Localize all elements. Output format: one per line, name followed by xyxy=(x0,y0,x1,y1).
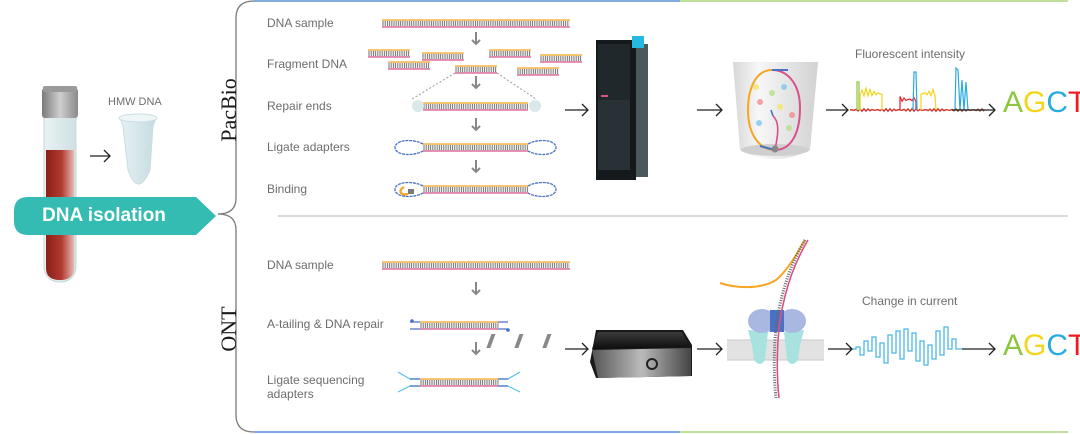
dna-fragment xyxy=(540,54,582,63)
base-a: A xyxy=(1003,329,1024,362)
ont-step-ligate-line2: adapters xyxy=(267,387,314,401)
current-trace xyxy=(852,326,962,366)
pacbio-step-ligate: Ligate adapters xyxy=(267,140,350,154)
fluorescent-trace xyxy=(849,66,985,113)
hmw-dna-label: HMW DNA xyxy=(108,96,162,108)
change-in-current-label: Change in current xyxy=(862,294,958,308)
base-c: C xyxy=(1046,329,1069,362)
ont-sequencer-icon xyxy=(486,330,692,378)
base-t: T xyxy=(1068,86,1080,119)
arrow-icon xyxy=(952,103,996,117)
arrow-icon xyxy=(697,342,723,356)
ont-step-ligate-line1: Ligate sequencing xyxy=(267,373,365,387)
pacbio-step-dna-sample: DNA sample xyxy=(267,16,334,30)
arrow-icon xyxy=(962,342,996,356)
adapter-ligated-strand xyxy=(420,378,499,387)
dna-strand xyxy=(382,19,570,28)
ont-step-a-tailing: A-tailing & DNA repair xyxy=(267,317,384,331)
down-arrow-icon xyxy=(471,342,481,356)
dna-fragment xyxy=(455,65,497,74)
pacbio-step-fragment: Fragment DNA xyxy=(267,57,348,71)
dna-isolation-badge: DNA isolation xyxy=(42,205,166,226)
adapter-strand xyxy=(423,143,528,152)
down-arrow-icon xyxy=(471,160,481,174)
arrow-icon xyxy=(565,103,589,117)
microtube-icon xyxy=(118,113,158,185)
arrow-icon xyxy=(828,342,853,356)
ont-step-dna-sample: DNA sample xyxy=(267,258,334,272)
fluorescent-intensity-label: Fluorescent intensity xyxy=(855,47,966,61)
pacbio-step-binding: Binding xyxy=(267,182,308,196)
a-tailed-strand xyxy=(420,321,499,330)
down-arrow-icon xyxy=(471,118,481,132)
repaired-strand xyxy=(423,102,528,111)
down-arrow-icon xyxy=(471,282,481,296)
arrow-icon xyxy=(90,149,111,163)
dna-strand xyxy=(382,261,570,270)
base-t: T xyxy=(1068,329,1080,362)
nanopore-icon xyxy=(719,239,824,399)
dna-fragment xyxy=(388,61,430,70)
dna-fragment xyxy=(489,49,531,58)
smrt-cell-icon xyxy=(733,62,818,159)
pacbio-sequencer-icon xyxy=(596,36,648,180)
ont-title: ONT xyxy=(216,306,241,352)
pacbio-step-repair: Repair ends xyxy=(267,99,332,113)
dna-fragment xyxy=(422,52,464,61)
arrow-icon xyxy=(826,103,849,117)
pacbio-output-bases: AGCT xyxy=(1003,86,1080,120)
ont-output-bases: AGCT xyxy=(1003,329,1080,363)
blood-tube-icon xyxy=(42,86,78,283)
dna-fragment xyxy=(517,67,559,76)
base-a: A xyxy=(1003,86,1024,119)
arrow-icon xyxy=(697,103,723,117)
base-g: G xyxy=(1023,329,1047,362)
arrow-icon xyxy=(565,342,589,356)
down-arrow-icon xyxy=(471,76,481,90)
pacbio-bracket xyxy=(217,0,255,433)
dna-isolation-badge-shape xyxy=(14,197,216,235)
dna-fragment xyxy=(368,49,410,58)
base-c: C xyxy=(1046,86,1069,119)
pacbio-title: PacBio xyxy=(216,78,241,142)
adapter-strand xyxy=(423,185,528,194)
down-arrow-icon xyxy=(471,32,481,46)
base-g: G xyxy=(1023,86,1047,119)
